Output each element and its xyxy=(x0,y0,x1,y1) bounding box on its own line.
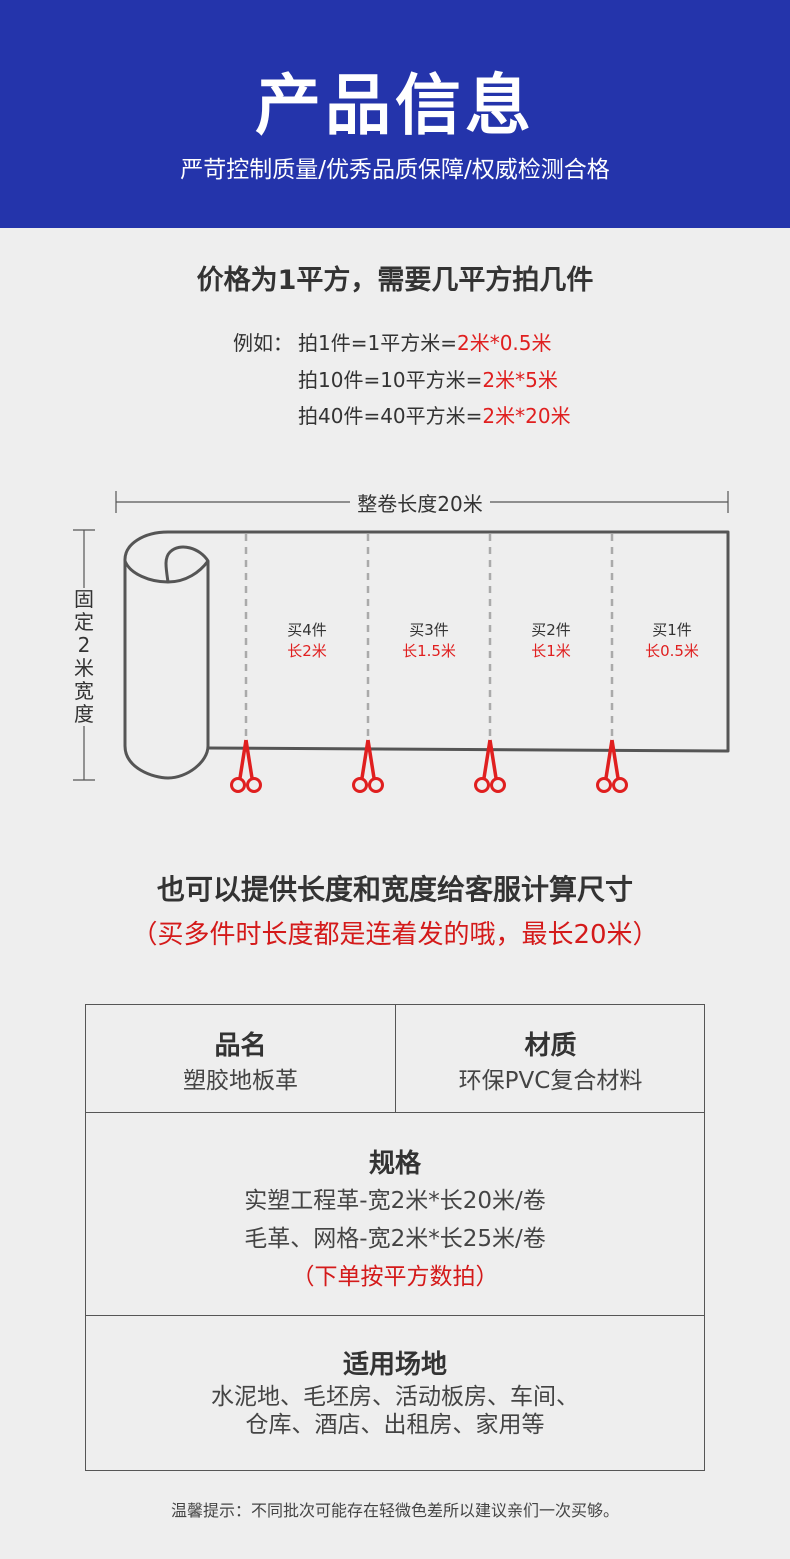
segment-label: 买2件 长1米 xyxy=(501,620,601,662)
product-name-label: 品名 xyxy=(214,1031,267,1061)
segment-length: 长0.5米 xyxy=(645,642,699,660)
example-text: 拍10件=10平方米= xyxy=(298,368,483,392)
page-subtitle: 严苛控制质量/优秀品质保障/权威检测合格 xyxy=(180,157,610,183)
example-size: 2米*20米 xyxy=(482,404,571,428)
material-label: 材质 xyxy=(524,1031,577,1061)
spec-order-note: （下单按平方数拍） xyxy=(291,1264,499,1290)
example-prefix: 例如： xyxy=(233,331,293,355)
material-cell: 材质 环保PVC复合材料 xyxy=(396,1005,705,1113)
scissors-icon xyxy=(230,739,262,793)
example-text: 拍1件=1平方米= xyxy=(298,331,457,355)
cut-lines xyxy=(244,534,614,746)
segment-qty: 买1件 xyxy=(652,621,692,639)
example-line: 拍10件=10平方米=2米*5米 xyxy=(298,364,558,393)
product-name-cell: 品名 塑胶地板革 xyxy=(86,1005,396,1113)
footer-tip: 温馨提示：不同批次可能存在轻微色差所以建议亲们一次买够。 xyxy=(170,1501,619,1520)
continuous-length-note: （买多件时长度都是连着发的哦，最长20米） xyxy=(131,920,659,950)
spec-line: 实塑工程革-宽2米*长20米/卷 xyxy=(244,1188,546,1214)
roll-cylinder xyxy=(123,530,730,780)
roll-length-label: 整卷长度20米 xyxy=(350,488,490,517)
example-text: 拍40件=40平方米= xyxy=(298,404,483,428)
page-title: 产品信息 xyxy=(255,67,535,144)
spec-line: 毛革、网格-宽2米*长25米/卷 xyxy=(244,1226,546,1252)
roll-diagram-graphic xyxy=(73,491,730,793)
material-value: 环保PVC复合材料 xyxy=(458,1068,643,1094)
scissors-icon xyxy=(352,739,384,793)
custom-size-note: 也可以提供长度和宽度给客服计算尺寸 xyxy=(156,873,633,906)
scissors-icon xyxy=(474,739,506,793)
segment-length: 长2米 xyxy=(287,642,327,660)
segment-label: 买3件 长1.5米 xyxy=(379,620,479,662)
segment-label: 买4件 长2米 xyxy=(257,620,357,662)
segment-label: 买1件 长0.5米 xyxy=(622,620,722,662)
spec-cell: 规格 实塑工程革-宽2米*长20米/卷 毛革、网格-宽2米*长25米/卷 （下单… xyxy=(86,1113,704,1316)
usage-label: 适用场地 xyxy=(342,1350,447,1380)
example-size: 2米*5米 xyxy=(482,368,558,392)
roll-width-label: 固定2米宽度 xyxy=(72,587,96,726)
example-line: 拍1件=1平方米=2米*0.5米 xyxy=(298,327,552,356)
roll-diagram: 整卷长度20米 固定2米宽度 买4件 长2米 买3件 长1.5米 买2件 长1米… xyxy=(60,478,750,808)
segment-qty: 买2件 xyxy=(531,621,571,639)
usage-line: 水泥地、毛坯房、活动板房、车间、 xyxy=(211,1384,579,1410)
usage-cell: 适用场地 水泥地、毛坯房、活动板房、车间、 仓库、酒店、出租房、家用等 xyxy=(86,1316,704,1470)
product-name-value: 塑胶地板革 xyxy=(183,1068,298,1094)
usage-line: 仓库、酒店、出租房、家用等 xyxy=(245,1412,545,1438)
segment-qty: 买4件 xyxy=(287,621,327,639)
spec-table: 品名 塑胶地板革 材质 环保PVC复合材料 规格 实塑工程革-宽2米*长20米/… xyxy=(85,1004,705,1471)
segment-length: 长1.5米 xyxy=(402,642,456,660)
scissors-icon xyxy=(596,739,628,793)
example-size: 2米*0.5米 xyxy=(456,331,552,355)
header-banner: 产品信息 严苛控制质量/优秀品质保障/权威检测合格 xyxy=(0,0,790,228)
segment-qty: 买3件 xyxy=(409,621,449,639)
example-line: 拍40件=40平方米=2米*20米 xyxy=(298,400,571,429)
segment-length: 长1米 xyxy=(531,642,571,660)
spec-label: 规格 xyxy=(368,1149,421,1179)
pricing-title: 价格为1平方，需要几平方拍几件 xyxy=(196,265,594,296)
